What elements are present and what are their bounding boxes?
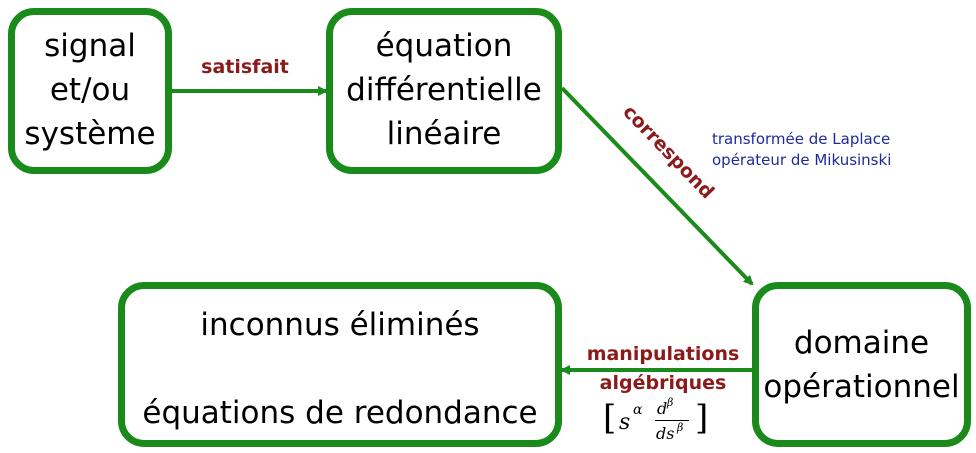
note-operateur-mikusinski: opérateur de Mikusinski <box>712 151 892 169</box>
operator-formula: [ s α d β ds β ] <box>603 396 723 446</box>
box-equation-line-1: équation <box>375 28 513 64</box>
box-signal-line-1: signal <box>44 28 136 64</box>
formula-bracket-right: ] <box>695 398 709 438</box>
box-equation-differentielle <box>326 8 562 174</box>
edge-label-satisfait: satisfait <box>201 56 289 78</box>
box-inconnus-line-2: équations de redondance <box>142 395 538 431</box>
formula-numerator-exp: β <box>667 396 674 409</box>
box-equation-line-2: différentielle <box>346 72 542 108</box>
box-domaine-line-2: opérationnel <box>763 369 960 405</box>
formula-denominator-exp: β <box>677 421 684 434</box>
arrow-correspond <box>560 86 754 286</box>
box-inconnus-elimines <box>118 282 562 447</box>
formula-exponent: α <box>633 402 643 418</box>
formula-bracket-left: [ <box>603 398 617 438</box>
edge-label-manipulations: manipulations <box>586 343 740 365</box>
formula-numerator: d <box>657 399 668 418</box>
box-signal-systeme <box>8 8 172 174</box>
box-signal-line-3: système <box>24 116 156 152</box>
box-equation-line-3: linéaire <box>386 116 502 152</box>
edge-label-algebriques: algébriques <box>599 372 727 394</box>
formula-denominator: ds <box>656 424 675 443</box>
formula-base: s <box>619 410 631 435</box>
box-signal-line-2: et/ou <box>49 72 131 108</box>
formula-fraction-bar <box>655 420 689 421</box>
box-domaine-operationnel <box>752 282 971 447</box>
box-domaine-line-1: domaine <box>793 325 930 361</box>
note-transformee-laplace: transformée de Laplace <box>712 130 891 148</box>
box-inconnus-line-1: inconnus éliminés <box>200 307 480 343</box>
